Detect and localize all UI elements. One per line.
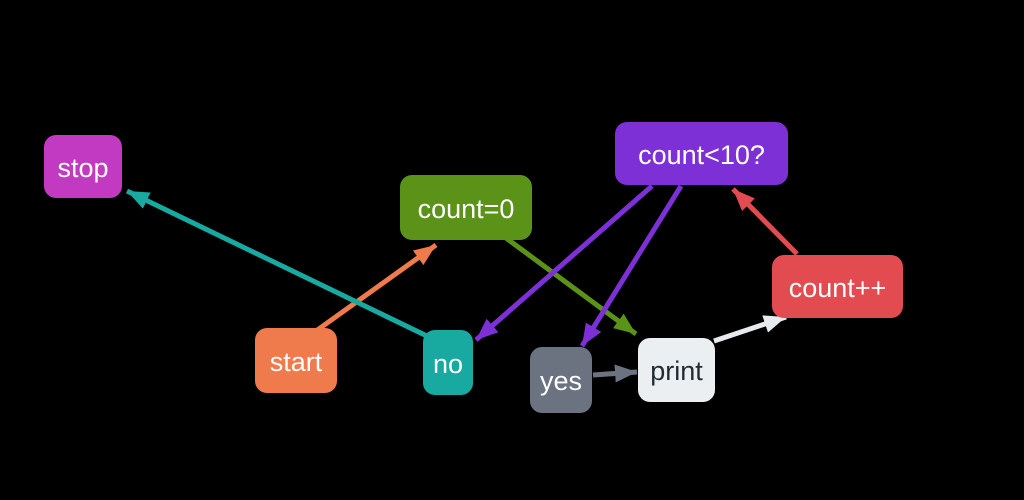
- node-no[interactable]: no: [423, 330, 473, 395]
- node-yes[interactable]: yes: [530, 347, 592, 413]
- node-count-check[interactable]: count<10?: [615, 122, 788, 185]
- node-count-init[interactable]: count=0: [400, 175, 532, 240]
- node-start[interactable]: start: [255, 328, 337, 393]
- node-print[interactable]: print: [638, 338, 715, 402]
- node-count-inc[interactable]: count++: [772, 255, 903, 318]
- node-stop[interactable]: stop: [44, 135, 122, 198]
